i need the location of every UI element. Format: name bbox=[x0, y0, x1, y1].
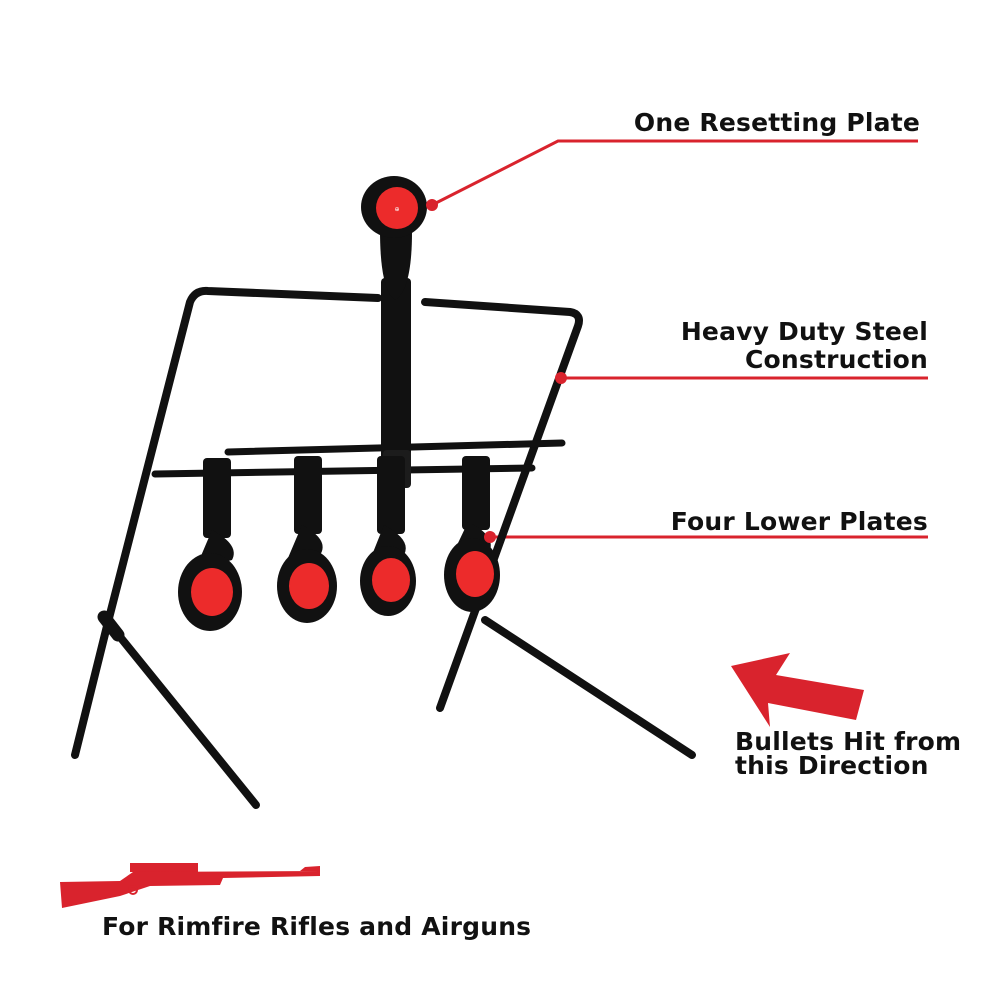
lower-plates bbox=[178, 456, 500, 631]
callout-dot-steel bbox=[555, 372, 567, 384]
lower-plate-1 bbox=[178, 458, 242, 631]
svg-text:⊕: ⊕ bbox=[394, 206, 399, 213]
resetting-plate: ⊕ bbox=[361, 176, 427, 238]
rifle-icon bbox=[60, 863, 320, 908]
callout-bullets-line2: this Direction bbox=[735, 751, 929, 780]
callout-resetting-plate: One Resetting Plate bbox=[634, 108, 920, 137]
callout-lower-plates: Four Lower Plates bbox=[671, 507, 928, 536]
lower-plate-3 bbox=[360, 456, 416, 616]
callout-dot-resetting-plate bbox=[426, 199, 438, 211]
callout-bullets-line1: Bullets Hit from bbox=[735, 727, 962, 756]
rimfire-caption-text: For Rimfire Rifles and Airguns bbox=[102, 912, 532, 941]
callout-steel-construction: Heavy Duty Steel Construction bbox=[681, 318, 928, 374]
callout-dot-lower-plates bbox=[484, 531, 496, 543]
center-post bbox=[380, 230, 412, 488]
callout-steel-line2: Construction bbox=[745, 345, 928, 374]
callout-steel-line1: Heavy Duty Steel bbox=[680, 317, 928, 346]
callout-dots bbox=[426, 199, 567, 543]
callout-resetting-plate-text: One Resetting Plate bbox=[633, 108, 920, 137]
callout-line-resetting-plate bbox=[431, 139, 918, 207]
callout-bullet-direction: Bullets Hit from this Direction bbox=[735, 727, 962, 780]
callout-lower-plates-text: Four Lower Plates bbox=[670, 507, 928, 536]
arrow-up-left-icon bbox=[731, 653, 864, 727]
lower-plate-2 bbox=[277, 456, 337, 623]
lower-plate-4 bbox=[444, 456, 500, 612]
callout-lines bbox=[431, 139, 928, 539]
rimfire-caption: For Rimfire Rifles and Airguns bbox=[102, 912, 531, 941]
